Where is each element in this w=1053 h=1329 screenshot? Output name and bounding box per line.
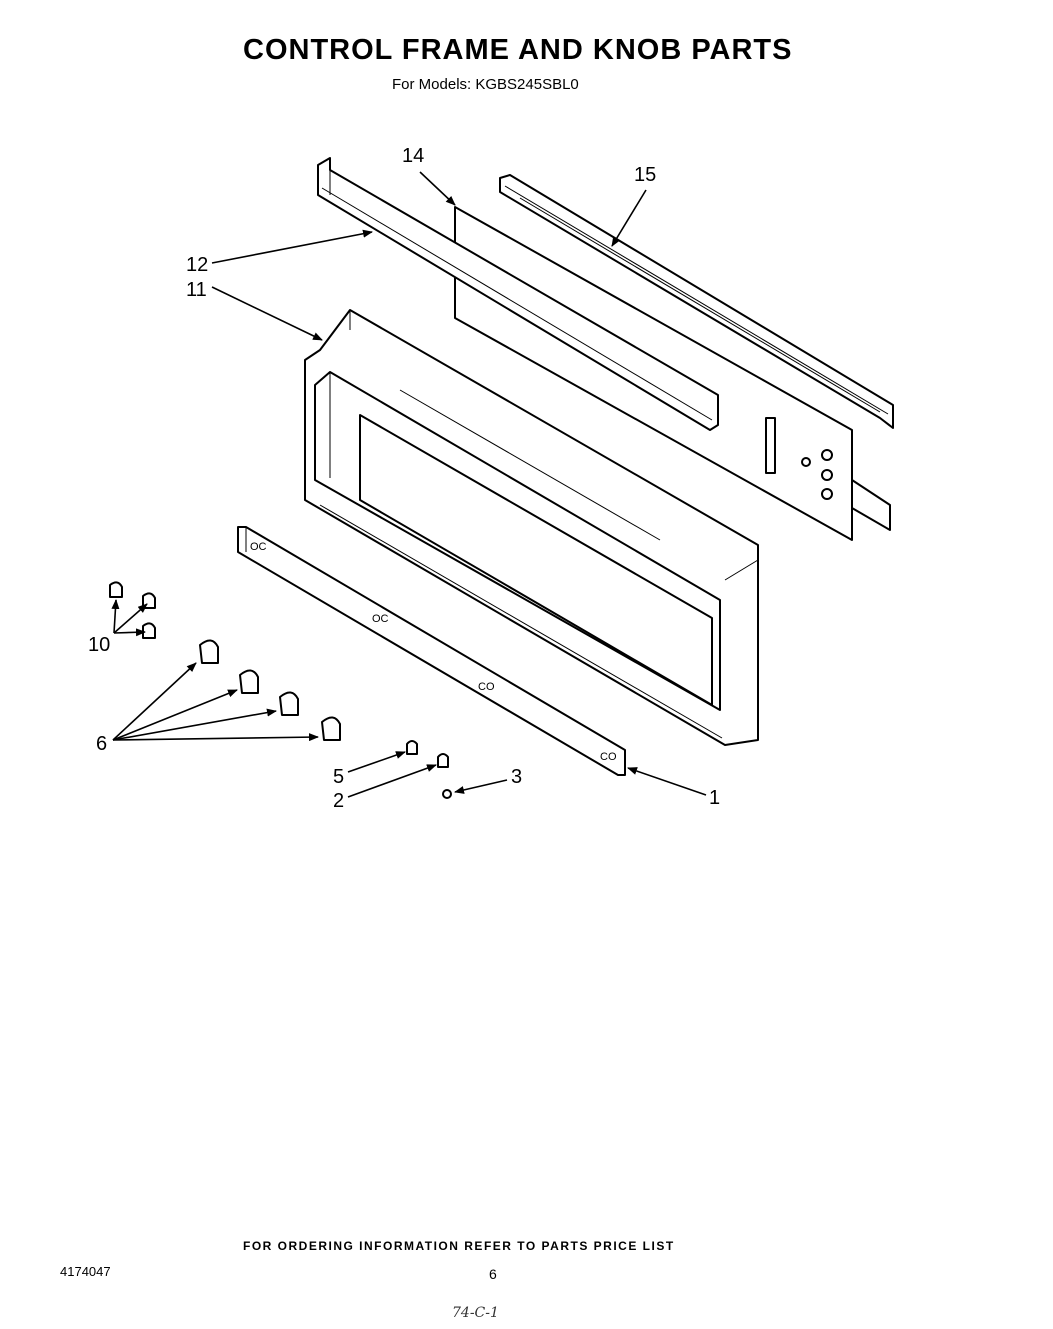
handwritten-note: 74-C-1 xyxy=(452,1305,499,1321)
document-number: 4174047 xyxy=(60,1264,111,1279)
part-12-channel-strip xyxy=(317,157,719,431)
ordering-note: FOR ORDERING INFORMATION REFER TO PARTS … xyxy=(243,1239,675,1253)
part-11-control-frame xyxy=(304,309,759,746)
callout-14: 14 xyxy=(402,145,424,167)
strip-mark: CO xyxy=(478,681,495,693)
callout-6: 6 xyxy=(96,733,107,755)
part-15-rail xyxy=(499,174,894,429)
strip-mark: OC xyxy=(250,541,267,553)
callout-5: 5 xyxy=(333,766,344,788)
callout-2: 2 xyxy=(333,790,344,812)
page-title: CONTROL FRAME AND KNOB PARTS xyxy=(243,34,793,66)
callout-10: 10 xyxy=(88,634,110,656)
callout-1: 1 xyxy=(709,787,720,809)
part-1-trim-strip: OC OC CO CO xyxy=(237,526,626,776)
page-number: 6 xyxy=(489,1266,497,1282)
callout-11: 11 xyxy=(186,279,207,301)
strip-mark: CO xyxy=(600,751,617,763)
strip-mark: OC xyxy=(372,613,389,625)
callout-15: 15 xyxy=(634,164,656,186)
model-subtitle: For Models: KGBS245SBL0 xyxy=(392,76,579,93)
part-6-knobs xyxy=(199,639,341,741)
callout-leaders xyxy=(111,171,707,798)
parts-5-2-3 xyxy=(406,740,452,799)
part-10-small-knobs xyxy=(109,581,156,639)
callout-3: 3 xyxy=(511,766,522,788)
callout-12: 12 xyxy=(186,254,208,276)
